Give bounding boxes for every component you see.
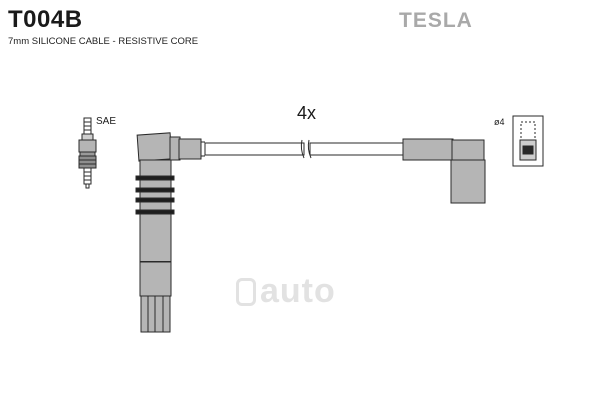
- plug-label: SAE: [96, 116, 117, 127]
- watermark-logo-icon: [236, 278, 256, 306]
- product-description: 7mm SILICONE CABLE - RESISTIVE CORE: [8, 36, 199, 47]
- quantity-label: 4x: [297, 103, 317, 123]
- watermark: auto: [236, 272, 336, 311]
- brand-logo: TESLA: [399, 9, 473, 32]
- watermark-text: auto: [260, 272, 336, 310]
- part-code: T004B: [8, 6, 83, 33]
- cable: [204, 139, 405, 159]
- terminal-icon: [512, 115, 544, 167]
- terminal-label: ø4: [494, 117, 505, 127]
- plug-boot-left: [135, 132, 205, 333]
- distributor-boot-right: [402, 138, 486, 204]
- spark-plug-icon: [78, 117, 97, 189]
